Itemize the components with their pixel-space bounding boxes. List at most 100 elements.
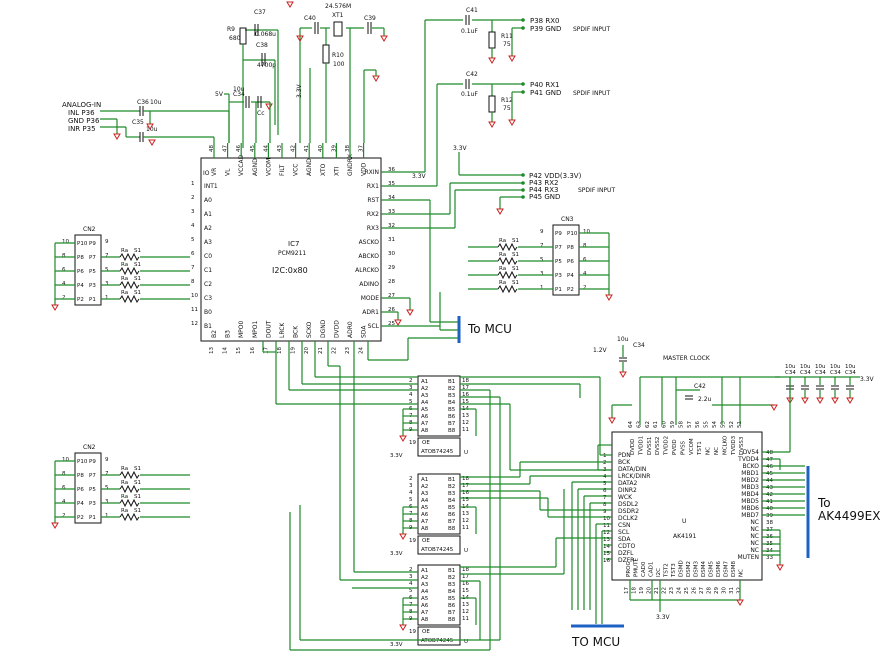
ground-symbol xyxy=(148,139,156,146)
ground-symbol xyxy=(296,35,304,42)
ic7-pin-number: 13 xyxy=(209,347,215,354)
ak4191-pin-number: 22 xyxy=(662,587,668,594)
buffer-vcc-label: 3.3V xyxy=(390,551,403,557)
ic7-pin-number: 12 xyxy=(191,321,198,327)
ak4191-pin-number: 19 xyxy=(639,587,645,594)
ak4191-pin-number: 57 xyxy=(687,421,693,428)
buffer-pin-number: 3 xyxy=(409,574,413,580)
rxin-3v3-label: 3.3V xyxy=(412,173,427,180)
buffer-pin-label: A3 xyxy=(421,393,429,399)
buffer-pin-label: A6 xyxy=(421,603,429,609)
ak4191-pin-number: 28 xyxy=(707,587,713,594)
ak4191-pin-label: BCKO xyxy=(742,463,759,470)
ic7-pin-label: SCL xyxy=(368,323,380,330)
buffer-pin-label: B6 xyxy=(448,414,456,420)
connector-pin-number: 8 xyxy=(62,471,66,477)
ic7-pin-label: AGND xyxy=(306,158,313,176)
buffer-pin-label: A7 xyxy=(421,519,429,525)
buffer-pin-label: A4 xyxy=(421,498,429,504)
buffer-pin-label: A3 xyxy=(421,582,429,588)
connector-pin-label: P8 xyxy=(77,473,84,479)
buffer-pin-number: 5 xyxy=(409,399,413,405)
to-ak4499-label-part: AK4499EX xyxy=(818,509,880,523)
buffer-pin-label: B1 xyxy=(448,379,455,385)
resistor-ra-label: Ra xyxy=(121,494,128,500)
connector-pin-label: P8 xyxy=(77,255,84,261)
ak4191-pin-label: PVSS xyxy=(680,440,686,455)
buffer-ctrl-block xyxy=(417,535,461,555)
connector-pin-label: P4 xyxy=(567,273,574,279)
ak4191-pin-label: DV54 xyxy=(743,449,759,456)
ic7-top-pins: 48VR47VL46VCCAD45AGND44VCOM43FILT42VCC41… xyxy=(209,143,368,176)
ak4191-body xyxy=(611,431,763,581)
ak4191-pin-label: NC xyxy=(750,547,759,554)
ic7-ref: IC7 xyxy=(288,240,299,248)
connector-body xyxy=(74,234,102,306)
r10-resistor xyxy=(322,44,330,64)
connector-pin-number: 2 xyxy=(583,285,587,291)
ic7-pin-number: 38 xyxy=(345,145,351,152)
buffer-pin-label: A1 xyxy=(421,379,428,385)
ak4191-pin-number: 2 xyxy=(603,460,607,466)
ic7-pin-label: SCKO xyxy=(306,321,313,338)
ak4191-pin-label: NC xyxy=(750,533,759,540)
ak4191-pin-number: 8 xyxy=(603,502,607,508)
ic7-pin-number: 23 xyxy=(345,347,351,354)
connector-pin-label: P8 xyxy=(567,245,574,251)
ak4191-pin-label: MUTEN xyxy=(737,554,759,561)
ak4191-pin-number: 61 xyxy=(653,421,659,428)
ground-symbol xyxy=(394,319,402,326)
r11-value: 75 xyxy=(503,41,511,48)
resistor-ra xyxy=(119,498,140,508)
ic7-pin-label: A3 xyxy=(204,239,212,246)
ic7-pin-label: DGND xyxy=(320,319,327,338)
ground-symbol xyxy=(608,417,616,424)
ak4191-pin-label: CDTO xyxy=(618,543,635,550)
switch-s1-label: S1 xyxy=(512,266,519,272)
ak4191-pin-label: NC xyxy=(706,447,712,455)
ak4191-pin-label: DSM2 xyxy=(686,561,692,577)
connector-ref: CN2 xyxy=(83,444,96,451)
ground-symbol xyxy=(508,119,516,126)
connector-ref: CN3 xyxy=(561,216,574,223)
r9-ref: R9 xyxy=(227,26,235,33)
ic7-pin-number: 33 xyxy=(388,209,395,215)
ak-c42-value: 2.2u xyxy=(698,396,712,403)
connector-pin-label: P10 xyxy=(567,231,578,237)
connector-pin-label: P10 xyxy=(77,459,88,465)
connector-ref: CN2 xyxy=(83,226,96,233)
resistor-ra-label: Ra xyxy=(121,508,128,514)
ak-v12-label: 1.2V xyxy=(593,347,608,354)
connector-pin-number: 1 xyxy=(105,513,109,519)
connector-pin-number: 4 xyxy=(583,271,587,277)
buffer-pin-number: 11 xyxy=(462,525,469,531)
ak4191-pin-number: 40 xyxy=(766,506,773,512)
connector-pin-number: 7 xyxy=(540,243,544,249)
ak4191-pin-number: 44 xyxy=(766,478,773,484)
resistor-ra xyxy=(497,242,518,252)
ak4191-pin-label: DSM5 xyxy=(709,561,715,577)
ak4191-pin-label: MBD7 xyxy=(741,512,759,519)
ic7-pin-label: GNDRX xyxy=(347,154,354,176)
ak4191-pin-label: LRCK/DINR xyxy=(618,473,650,480)
buffer-ctrl-block xyxy=(417,437,461,457)
master-clock-label: MASTER CLOCK xyxy=(663,355,711,362)
ic7-pin-label: SDA xyxy=(361,325,368,338)
ak4191-pin-label: DSDL2 xyxy=(618,501,638,508)
switch-s1-label: S1 xyxy=(512,238,519,244)
ak4191-pin-label: BCK xyxy=(618,459,631,466)
ground-symbol xyxy=(770,404,778,411)
ak4191-pin-label: MBD5 xyxy=(741,498,759,505)
spdif-label-1: SPDIF INPUT xyxy=(573,26,610,33)
ic7-pin-label: ADR1 xyxy=(362,309,379,316)
ak4191-pin-number: 62 xyxy=(645,421,651,428)
c39-ref: C39 xyxy=(364,15,376,22)
ic7-pin-label: MPO0 xyxy=(238,320,245,338)
ic7-bottom-pins: B213B314MPO015MPO116DOUT17LRCK18BCK19SCK… xyxy=(209,319,368,354)
buffer-pin-number: 4 xyxy=(409,581,413,587)
switch-s1-label: S1 xyxy=(512,280,519,286)
